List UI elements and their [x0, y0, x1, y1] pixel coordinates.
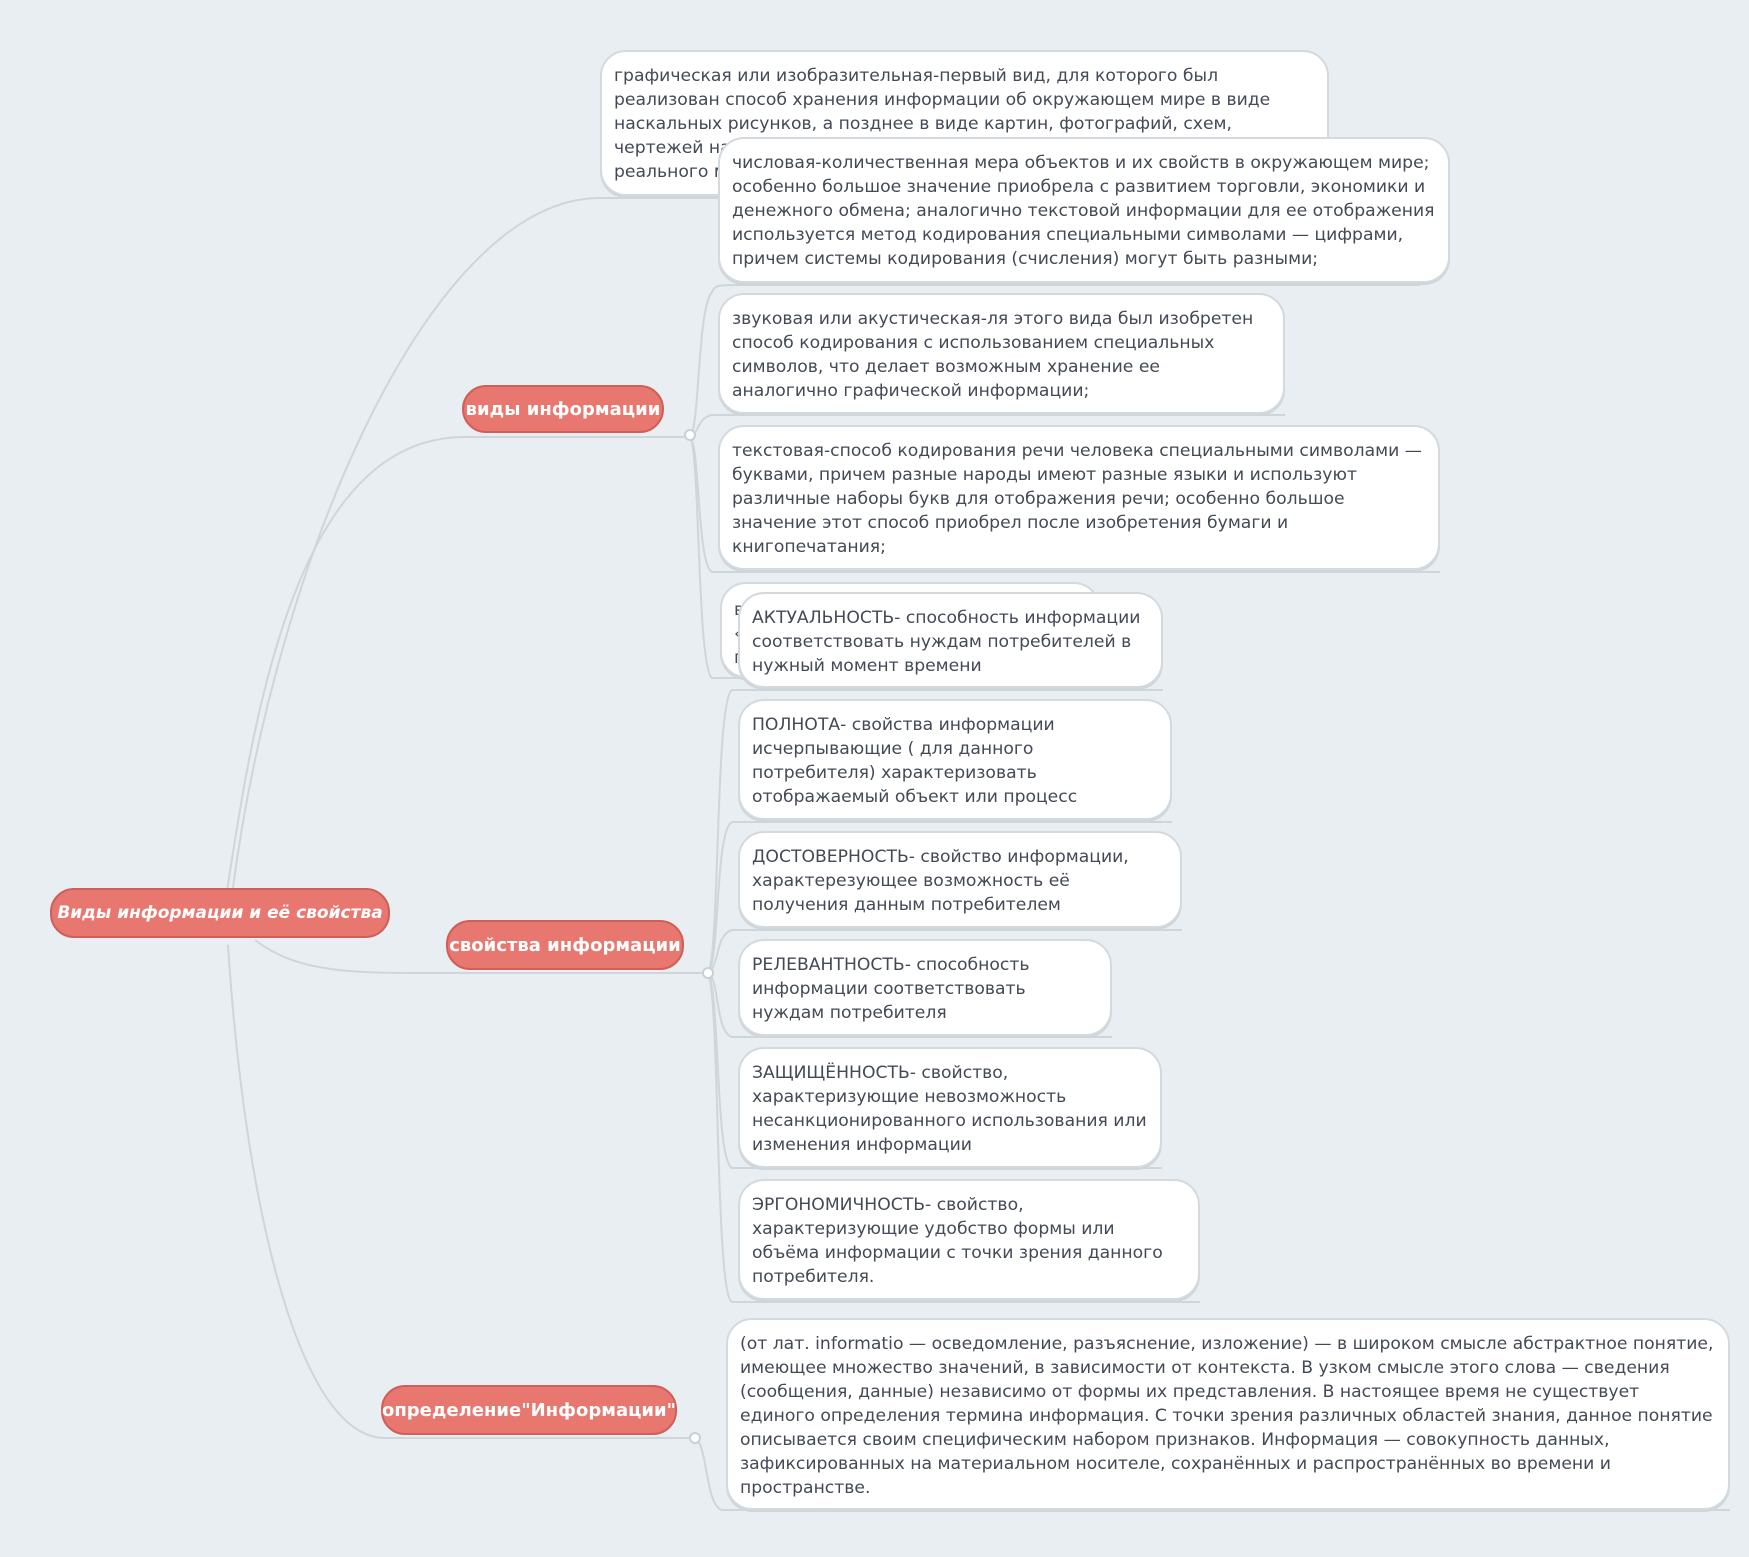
card-reliability[interactable]: ДОСТОВЕРНОСТЬ- свойство информации, хара…	[738, 831, 1182, 928]
branch-properties-collapse-dot[interactable]	[702, 967, 714, 979]
card-reliability-text: ДОСТОВЕРНОСТЬ- свойство информации, хара…	[752, 847, 1129, 915]
card-ergonomics[interactable]: ЭРГОНОМИЧНОСТЬ- свойство, характеризующи…	[738, 1179, 1200, 1300]
branch-types-label: виды информации	[465, 398, 661, 420]
branch-types-collapse-dot[interactable]	[684, 429, 696, 441]
root-label: Виды информации и её свойства	[57, 903, 383, 923]
root-node[interactable]: Виды информации и её свойства	[50, 888, 390, 938]
link-types-hidden	[689, 436, 1100, 679]
link-props-1	[707, 689, 1163, 974]
card-completeness-text: ПОЛНОТА- свойства информации исчерпывающ…	[752, 715, 1078, 807]
card-definition[interactable]: (от лат. informatio — осведомление, разъ…	[726, 1318, 1730, 1510]
link-root-types	[224, 436, 690, 906]
branch-types[interactable]: виды информации	[462, 385, 664, 433]
card-numeric-info[interactable]: числовая-количественная мера объектов и …	[718, 137, 1450, 283]
card-ergonomics-text: ЭРГОНОМИЧНОСТЬ- свойство, характеризующи…	[752, 1195, 1163, 1287]
link-props-6	[707, 972, 1200, 1303]
card-security-text: ЗАЩИЩЁННОСТЬ- свойство, характеризующие …	[752, 1063, 1147, 1155]
link-props-2	[707, 821, 1172, 974]
card-graphic-tail: реального м	[614, 162, 727, 182]
card-security[interactable]: ЗАЩИЩЁННОСТЬ- свойство, характеризующие …	[738, 1047, 1162, 1168]
card-numeric-text: числовая-количественная мера объектов и …	[732, 153, 1435, 269]
card-definition-text: (от лат. informatio — осведомление, разъ…	[740, 1334, 1714, 1498]
card-sound-text: звуковая или акустическая-ля этого вида …	[732, 309, 1254, 401]
branch-properties[interactable]: свойства информации	[446, 920, 684, 970]
card-sound-info[interactable]: звуковая или акустическая-ля этого вида …	[718, 293, 1285, 414]
card-relevance-actuality[interactable]: АКТУАЛЬНОСТЬ- способность информации соо…	[738, 592, 1163, 688]
card-relevance-text: РЕЛЕВАНТНОСТЬ- способность информации со…	[752, 955, 1030, 1023]
branch-definition[interactable]: определение"Информации"	[381, 1385, 677, 1435]
card-text-info[interactable]: текстовая-способ кодирования речи челове…	[718, 425, 1440, 570]
link-def-card	[694, 1437, 1730, 1511]
link-types-numeric	[689, 284, 1420, 438]
branch-properties-label: свойства информации	[449, 934, 681, 956]
card-completeness[interactable]: ПОЛНОТА- свойства информации исчерпывающ…	[738, 699, 1172, 820]
card-relevance[interactable]: РЕЛЕВАНТНОСТЬ- способность информации со…	[738, 939, 1112, 1036]
link-root-definition	[227, 944, 695, 1439]
branch-definition-label: определение"Информации"	[381, 1399, 677, 1421]
link-root-properties	[254, 939, 708, 975]
branch-definition-collapse-dot[interactable]	[689, 1432, 701, 1444]
card-actuality-text: АКТУАЛЬНОСТЬ- способность информации соо…	[752, 608, 1141, 676]
card-text-text: текстовая-способ кодирования речи челове…	[732, 441, 1422, 557]
link-root-graphic	[231, 197, 720, 896]
